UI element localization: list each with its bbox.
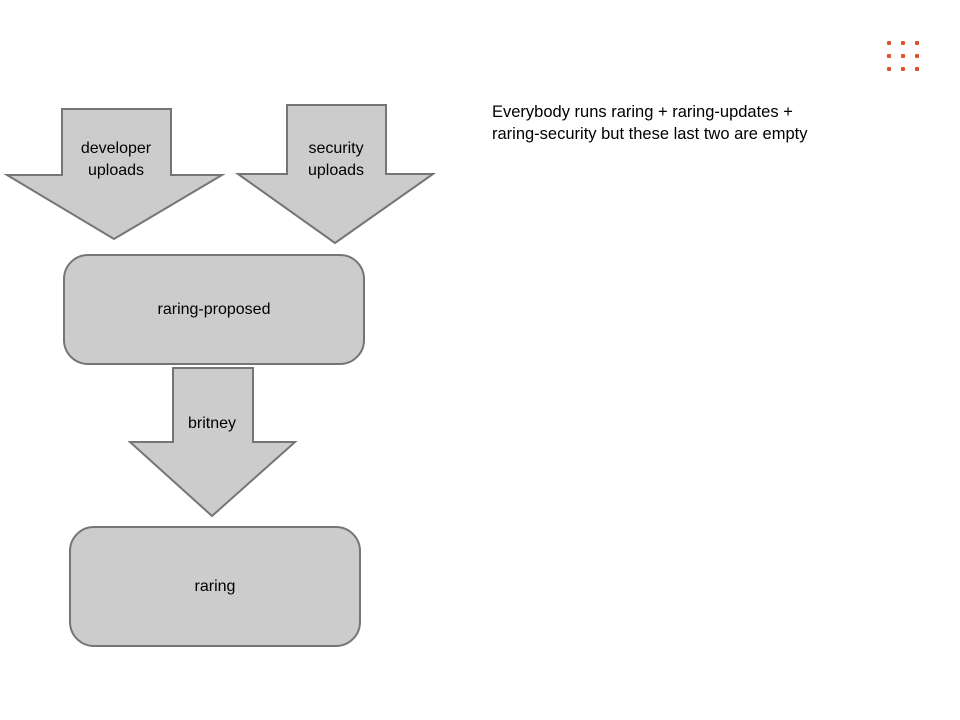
britney-label: britney [187, 415, 237, 432]
node-raring-proposed-label: raring-proposed [157, 300, 271, 318]
developer-uploads-arrow [3, 108, 226, 241]
dot [915, 54, 919, 58]
security-uploads-arrow [234, 104, 437, 245]
annotation-line-2: raring-security but these last two are e… [492, 125, 808, 143]
britney-arrow [127, 367, 298, 518]
dot [887, 67, 891, 71]
dot [915, 67, 919, 71]
dot [901, 41, 905, 45]
down-arrow-shape [234, 104, 437, 245]
down-arrow-shape [3, 108, 226, 241]
dot [887, 54, 891, 58]
dot [887, 41, 891, 45]
security-uploads-label: security uploads [307, 140, 365, 179]
dot [901, 54, 905, 58]
dot-grid-decoration [887, 41, 919, 71]
dot [915, 41, 919, 45]
dot [901, 67, 905, 71]
down-arrow-shape [127, 367, 298, 518]
node-raring-label: raring [194, 577, 236, 595]
node-raring: raring [69, 526, 361, 647]
annotation-text: Everybody runs raring + raring-updates +… [492, 101, 807, 145]
node-raring-proposed: raring-proposed [63, 254, 365, 365]
developer-uploads-label: developer uploads [80, 140, 152, 179]
annotation-line-1: Everybody runs raring + raring-updates + [492, 103, 793, 121]
